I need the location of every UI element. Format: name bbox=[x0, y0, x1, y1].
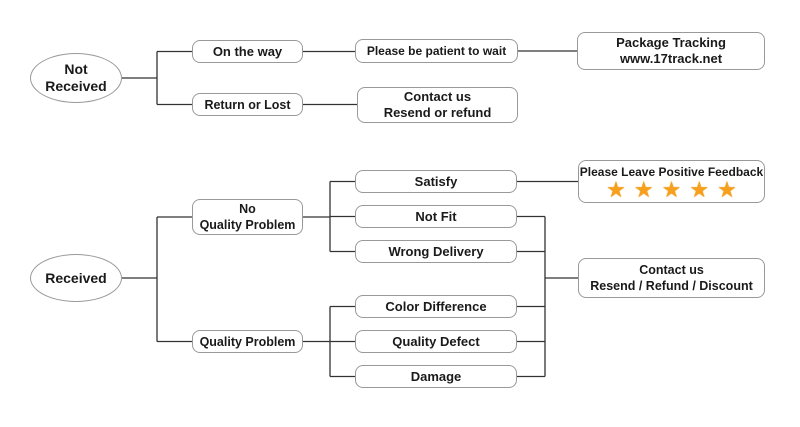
node-label: Received bbox=[45, 269, 107, 286]
node-quality-defect: Quality Defect bbox=[355, 330, 517, 353]
node-label: Quality Problem bbox=[199, 334, 296, 349]
node-positive-feedback: Please Leave Positive Feedback ★ ★ ★ ★ ★ bbox=[578, 160, 765, 203]
node-return-or-lost: Return or Lost bbox=[192, 93, 303, 116]
node-label: Contact us bbox=[639, 263, 704, 277]
node-label: Not Fit bbox=[415, 208, 457, 224]
node-label: Quality Problem bbox=[199, 218, 296, 232]
node-damage: Damage bbox=[355, 365, 517, 388]
star-icon: ★ bbox=[661, 176, 682, 202]
node-package-tracking: Package Tracking www.17track.net bbox=[577, 32, 765, 70]
node-on-the-way: On the way bbox=[192, 40, 303, 63]
node-not-received: Not Received bbox=[30, 53, 122, 103]
star-icon: ★ bbox=[606, 176, 626, 202]
node-satisfy: Satisfy bbox=[355, 170, 517, 193]
node-not-fit: Not Fit bbox=[355, 205, 517, 228]
node-label: Package Tracking bbox=[616, 35, 726, 50]
node-label: Resend / Refund / Discount bbox=[590, 279, 753, 293]
node-contact-resend-refund: Contact us Resend or refund bbox=[357, 87, 518, 123]
node-label: Satisfy bbox=[414, 173, 458, 189]
node-label: On the way bbox=[212, 43, 283, 59]
node-please-be-patient: Please be patient to wait bbox=[355, 39, 518, 63]
node-label: Received bbox=[45, 78, 107, 94]
node-no-quality-problem: No Quality Problem bbox=[192, 199, 303, 235]
node-label: Quality Defect bbox=[392, 333, 480, 349]
star-icon: ★ bbox=[717, 176, 737, 202]
node-label: Color Difference bbox=[385, 298, 487, 314]
node-label: Please be patient to wait bbox=[366, 44, 507, 58]
node-label: Contact us bbox=[403, 89, 472, 104]
node-label: Return or Lost bbox=[204, 97, 291, 112]
node-wrong-delivery: Wrong Delivery bbox=[355, 240, 517, 263]
star-icon: ★ bbox=[689, 176, 710, 202]
node-contact-resend-refund-discount: Contact us Resend / Refund / Discount bbox=[578, 258, 765, 298]
tracking-url: www.17track.net bbox=[619, 51, 723, 66]
star-rating: ★ ★ ★ ★ ★ bbox=[606, 176, 737, 202]
node-label: Damage bbox=[410, 368, 462, 384]
node-label: Not bbox=[64, 61, 88, 77]
node-received: Received bbox=[30, 254, 122, 302]
node-color-difference: Color Difference bbox=[355, 295, 517, 318]
node-label: Wrong Delivery bbox=[388, 243, 484, 259]
node-label: Resend or refund bbox=[383, 105, 492, 120]
star-icon: ★ bbox=[633, 176, 654, 202]
node-quality-problem: Quality Problem bbox=[192, 330, 303, 353]
node-label: Please Leave Positive Feedback bbox=[579, 164, 764, 179]
node-label: No bbox=[239, 202, 256, 216]
